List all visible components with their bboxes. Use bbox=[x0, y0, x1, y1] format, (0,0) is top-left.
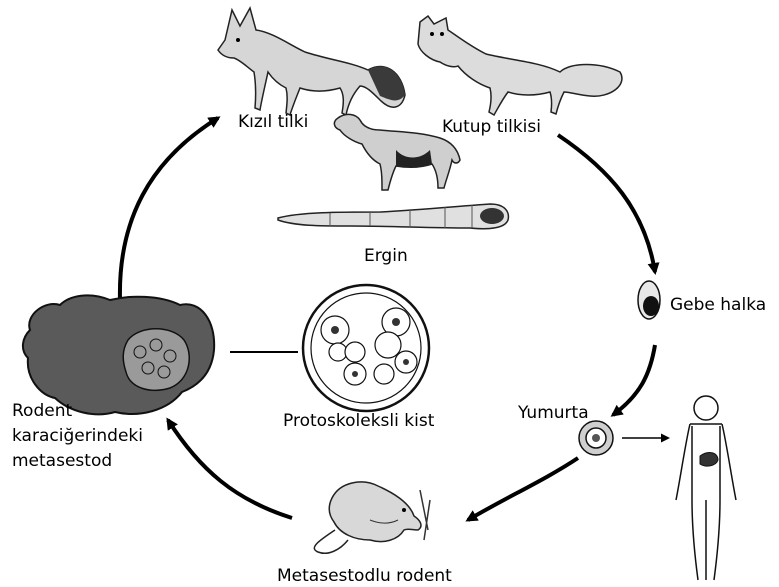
liver-icon bbox=[700, 453, 718, 467]
arrow-proglottid-to-egg bbox=[613, 345, 655, 415]
red-fox-icon bbox=[218, 8, 405, 115]
label-rodent-metacestode-line1: Rodent bbox=[12, 399, 172, 424]
label-rodent-metacestode: Rodent karaciğerindeki metasestod bbox=[12, 399, 172, 474]
label-protoscolex-cyst: Protoskoleksli kist bbox=[283, 411, 434, 431]
rodent-icon bbox=[314, 482, 430, 553]
rodent-liver-icon bbox=[23, 295, 214, 414]
label-infected-rodent: Metasestodlu rodent bbox=[277, 566, 452, 586]
adult-worm-icon bbox=[278, 204, 508, 229]
arrow-rodent-to-liver bbox=[168, 420, 292, 518]
label-red-fox: Kızıl tilki bbox=[238, 112, 308, 132]
label-rodent-metacestode-line2: karaciğerindeki bbox=[12, 424, 172, 449]
label-egg: Yumurta bbox=[518, 403, 589, 423]
arrow-rodent-liver-to-red-fox bbox=[120, 118, 218, 300]
human-icon bbox=[676, 396, 736, 580]
egg-icon bbox=[579, 421, 613, 455]
cyst-icon bbox=[303, 285, 429, 411]
label-gravid-proglottid: Gebe halka bbox=[670, 295, 766, 315]
label-rodent-metacestode-line3: metasestod bbox=[12, 449, 172, 474]
arrow-arctic-fox-to-proglottid bbox=[558, 135, 655, 272]
label-arctic-fox: Kutup tilkisi bbox=[442, 117, 541, 137]
arctic-fox-icon bbox=[418, 16, 622, 115]
gravid-proglottid-icon bbox=[638, 281, 660, 319]
arrow-egg-to-rodent bbox=[468, 458, 578, 520]
label-adult: Ergin bbox=[364, 246, 408, 266]
